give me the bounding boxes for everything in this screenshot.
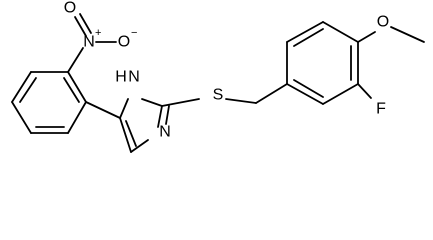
atom-n-h: N [128, 69, 140, 86]
charge-plus: + [95, 27, 101, 39]
bond [67, 47, 84, 73]
bond [293, 79, 324, 98]
bond [157, 105, 163, 128]
bond [357, 31, 376, 43]
bond [357, 83, 372, 99]
bond [286, 83, 324, 105]
bond [85, 101, 121, 119]
bond [19, 77, 37, 103]
bond [74, 16, 87, 37]
atom-s: S [213, 87, 224, 104]
atom-n-nitro: N [83, 34, 95, 51]
bond [161, 98, 200, 107]
atom-o-methoxy: O [377, 14, 389, 31]
atom-o-right: O [118, 34, 130, 51]
fluoromethoxyphenyl-ring [286, 21, 359, 105]
atom-h: H [115, 69, 127, 86]
bond [141, 98, 163, 107]
bond [119, 117, 132, 153]
chemical-structure-diagram: O N + O − H N N S [11, 0, 425, 153]
bond [79, 13, 92, 34]
bond [322, 83, 359, 105]
bond [67, 101, 87, 134]
bond [322, 21, 359, 43]
bond [67, 71, 87, 103]
fluoro-group: F [357, 83, 386, 118]
bond [130, 139, 149, 153]
thioether-linker: S [161, 83, 288, 107]
atom-f: F [376, 101, 386, 118]
bond [286, 21, 324, 43]
bond [225, 98, 257, 104]
imidazole-ring: H N N [115, 69, 171, 153]
bond [293, 28, 324, 47]
nitrophenyl-ring [11, 71, 87, 134]
bond [63, 77, 80, 103]
bond [165, 105, 170, 125]
nitro-group: O N + O − [64, 0, 137, 73]
bond [11, 71, 32, 103]
charge-minus: − [131, 27, 137, 39]
bond [255, 83, 288, 104]
bond [11, 101, 32, 134]
atom-n: N [159, 124, 171, 141]
bond [125, 120, 137, 147]
methoxy-group: O [357, 14, 425, 43]
bond [390, 26, 425, 43]
atom-o-top: O [64, 0, 76, 17]
bond [119, 98, 129, 119]
